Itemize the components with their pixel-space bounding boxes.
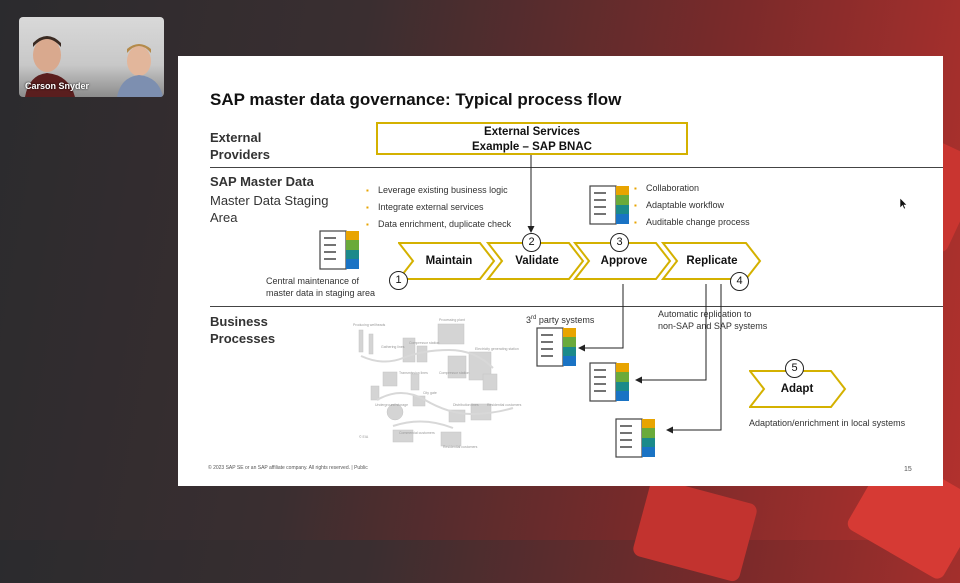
svg-text:Commercial customers: Commercial customers xyxy=(399,431,435,435)
business-landscape-illustration: Producing wellheads Processing plant Gath… xyxy=(353,318,522,449)
adaptation-note: Adaptation/enrichment in local systems xyxy=(749,418,906,428)
data-record-icon xyxy=(589,185,629,225)
slide-title: SAP master data governance: Typical proc… xyxy=(210,90,622,109)
presentation-slide: SAP master data governance: Typical proc… xyxy=(178,56,943,486)
bullet-item: Integrate external services xyxy=(366,199,511,216)
bullet-item: Data enrichment, duplicate check xyxy=(366,216,511,233)
svg-text:Distribution lines: Distribution lines xyxy=(453,403,479,407)
slide-footer: © 2023 SAP SE or an SAP affiliate compan… xyxy=(208,465,368,471)
step-label-validate: Validate xyxy=(515,255,559,267)
data-record-icon xyxy=(615,418,655,458)
step-label-replicate: Replicate xyxy=(686,255,738,267)
participant-name: Carson Snyder xyxy=(25,81,90,91)
svg-text:Transmission lines: Transmission lines xyxy=(399,371,428,375)
participant-video xyxy=(117,44,163,97)
bullet-item: Auditable change process xyxy=(634,214,750,231)
webcam-tile: Carson Snyder xyxy=(19,17,164,97)
adapt-chevron xyxy=(749,370,847,408)
process-chevrons xyxy=(398,242,762,280)
data-record-icon xyxy=(319,230,359,270)
step-number-5: 5 xyxy=(785,359,804,378)
data-record-icon xyxy=(589,362,629,402)
left-bullet-list: Leverage existing business logic Integra… xyxy=(366,182,511,233)
svg-text:Gathering lines: Gathering lines xyxy=(381,345,405,349)
flow-connectors xyxy=(527,155,722,434)
svg-text:Residential customers: Residential customers xyxy=(443,445,478,449)
svg-text:© EIA: © EIA xyxy=(359,435,369,439)
data-record-icon xyxy=(536,327,576,367)
background-shape xyxy=(631,477,759,583)
step-label-adapt: Adapt xyxy=(780,383,814,395)
svg-text:Compressor station: Compressor station xyxy=(439,371,469,375)
svg-text:City gate: City gate xyxy=(423,391,437,395)
svg-text:Producing wellheads: Producing wellheads xyxy=(353,323,386,327)
bullet-item: Collaboration xyxy=(634,180,750,197)
participant-video xyxy=(25,36,75,97)
third-party-systems-label: 3rd party systems xyxy=(526,315,595,325)
external-services-box: External Services Example – SAP BNAC xyxy=(376,122,688,155)
step-number-3: 3 xyxy=(610,233,629,252)
bullet-item: Adaptable workflow xyxy=(634,197,750,214)
lane-label-sap-master-data: SAP Master Data xyxy=(210,174,314,189)
lane-divider xyxy=(210,167,943,168)
right-bullet-list: Collaboration Adaptable workflow Auditab… xyxy=(634,180,750,231)
lane-divider xyxy=(210,306,943,307)
mouse-cursor-icon xyxy=(900,198,908,210)
step-number-2: 2 xyxy=(522,233,541,252)
svg-text:Underground storage: Underground storage xyxy=(375,403,408,407)
bullet-item: Leverage existing business logic xyxy=(366,182,511,199)
step-number-4: 4 xyxy=(730,272,749,291)
svg-text:Residential customers: Residential customers xyxy=(487,403,522,407)
page-number: 15 xyxy=(904,466,912,473)
svg-text:Compressor station: Compressor station xyxy=(409,341,439,345)
svg-text:Processing plant: Processing plant xyxy=(439,318,465,322)
svg-text:Electricity generating station: Electricity generating station xyxy=(475,347,519,351)
step-label-maintain: Maintain xyxy=(425,255,473,267)
step-number-1: 1 xyxy=(389,271,408,290)
step-label-approve: Approve xyxy=(600,255,648,267)
